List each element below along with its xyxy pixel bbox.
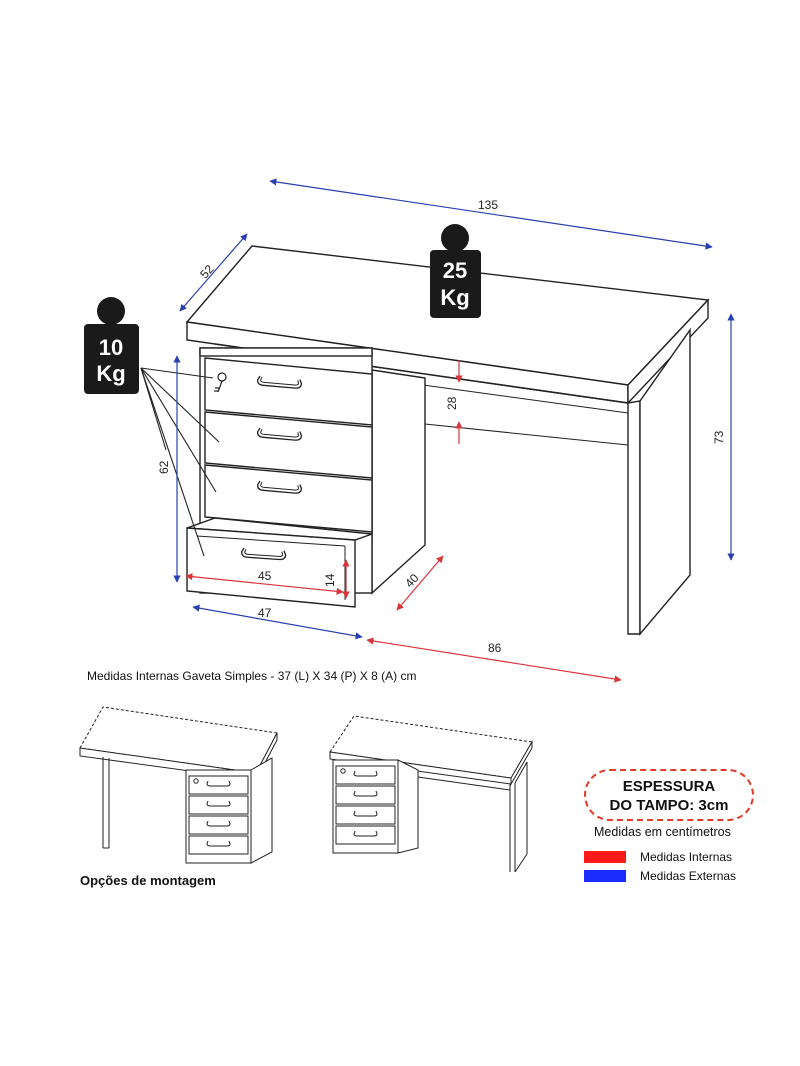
legend-swatch-internal <box>584 851 626 863</box>
drawer-2 <box>204 411 373 479</box>
dim-leg-space-width: 86 <box>488 641 502 655</box>
legend-label-internal: Medidas Internas <box>640 850 733 864</box>
units-note: Medidas em centímetros <box>594 825 731 839</box>
assembly-option-left <box>329 715 533 873</box>
open-drawer-front <box>186 527 356 608</box>
dim-under-top-gap: 28 <box>445 396 459 410</box>
weight-10kg-value: 10 <box>99 335 123 360</box>
legend-swatch-external <box>584 870 626 882</box>
lock-key-icon <box>214 372 227 393</box>
weight-25kg-value: 25 <box>443 258 467 283</box>
dim-height-total: 73 <box>712 430 726 444</box>
dim-drawer-depth: 40 <box>402 571 422 591</box>
weight-25kg-icon: 25 Kg <box>430 224 481 318</box>
dim-drawer-unit-width: 47 <box>258 606 272 620</box>
weight-10kg-unit: Kg <box>96 361 125 386</box>
weight-10kg-icon: 10 Kg <box>84 297 139 394</box>
right-leg-front <box>627 400 641 635</box>
top-thickness-badge: ESPESSURA DO TAMPO: 3cm <box>584 769 754 821</box>
drawer-cabinet-side <box>371 369 426 595</box>
assembly-option-right <box>79 706 278 864</box>
weight-25kg-unit: Kg <box>440 285 469 310</box>
dim-drawer-unit-height: 62 <box>157 460 171 474</box>
external-dimension-lines <box>173 178 735 640</box>
main-desk <box>185 245 710 636</box>
thickness-line-1: ESPESSURA <box>622 778 716 795</box>
assembly-options-title: Opções de montagem <box>80 873 216 888</box>
desktop-side-edge <box>627 298 709 405</box>
dim-drawer-width: 45 <box>258 569 272 583</box>
dim-depth-total: 52 <box>197 262 217 282</box>
internal-dimension-lines <box>185 360 622 683</box>
legend-label-external: Medidas Externas <box>640 869 737 883</box>
internal-drawer-measurements: Medidas Internas Gaveta Simples - 37 (L)… <box>87 669 417 683</box>
drawer-3 <box>204 464 373 533</box>
right-leg-side <box>639 327 691 636</box>
drawer-1 <box>204 357 373 426</box>
dim-drawer-height: 14 <box>323 573 337 587</box>
thickness-line-2: DO TAMPO: 3cm <box>609 797 729 814</box>
dim-width-total: 135 <box>478 198 498 212</box>
